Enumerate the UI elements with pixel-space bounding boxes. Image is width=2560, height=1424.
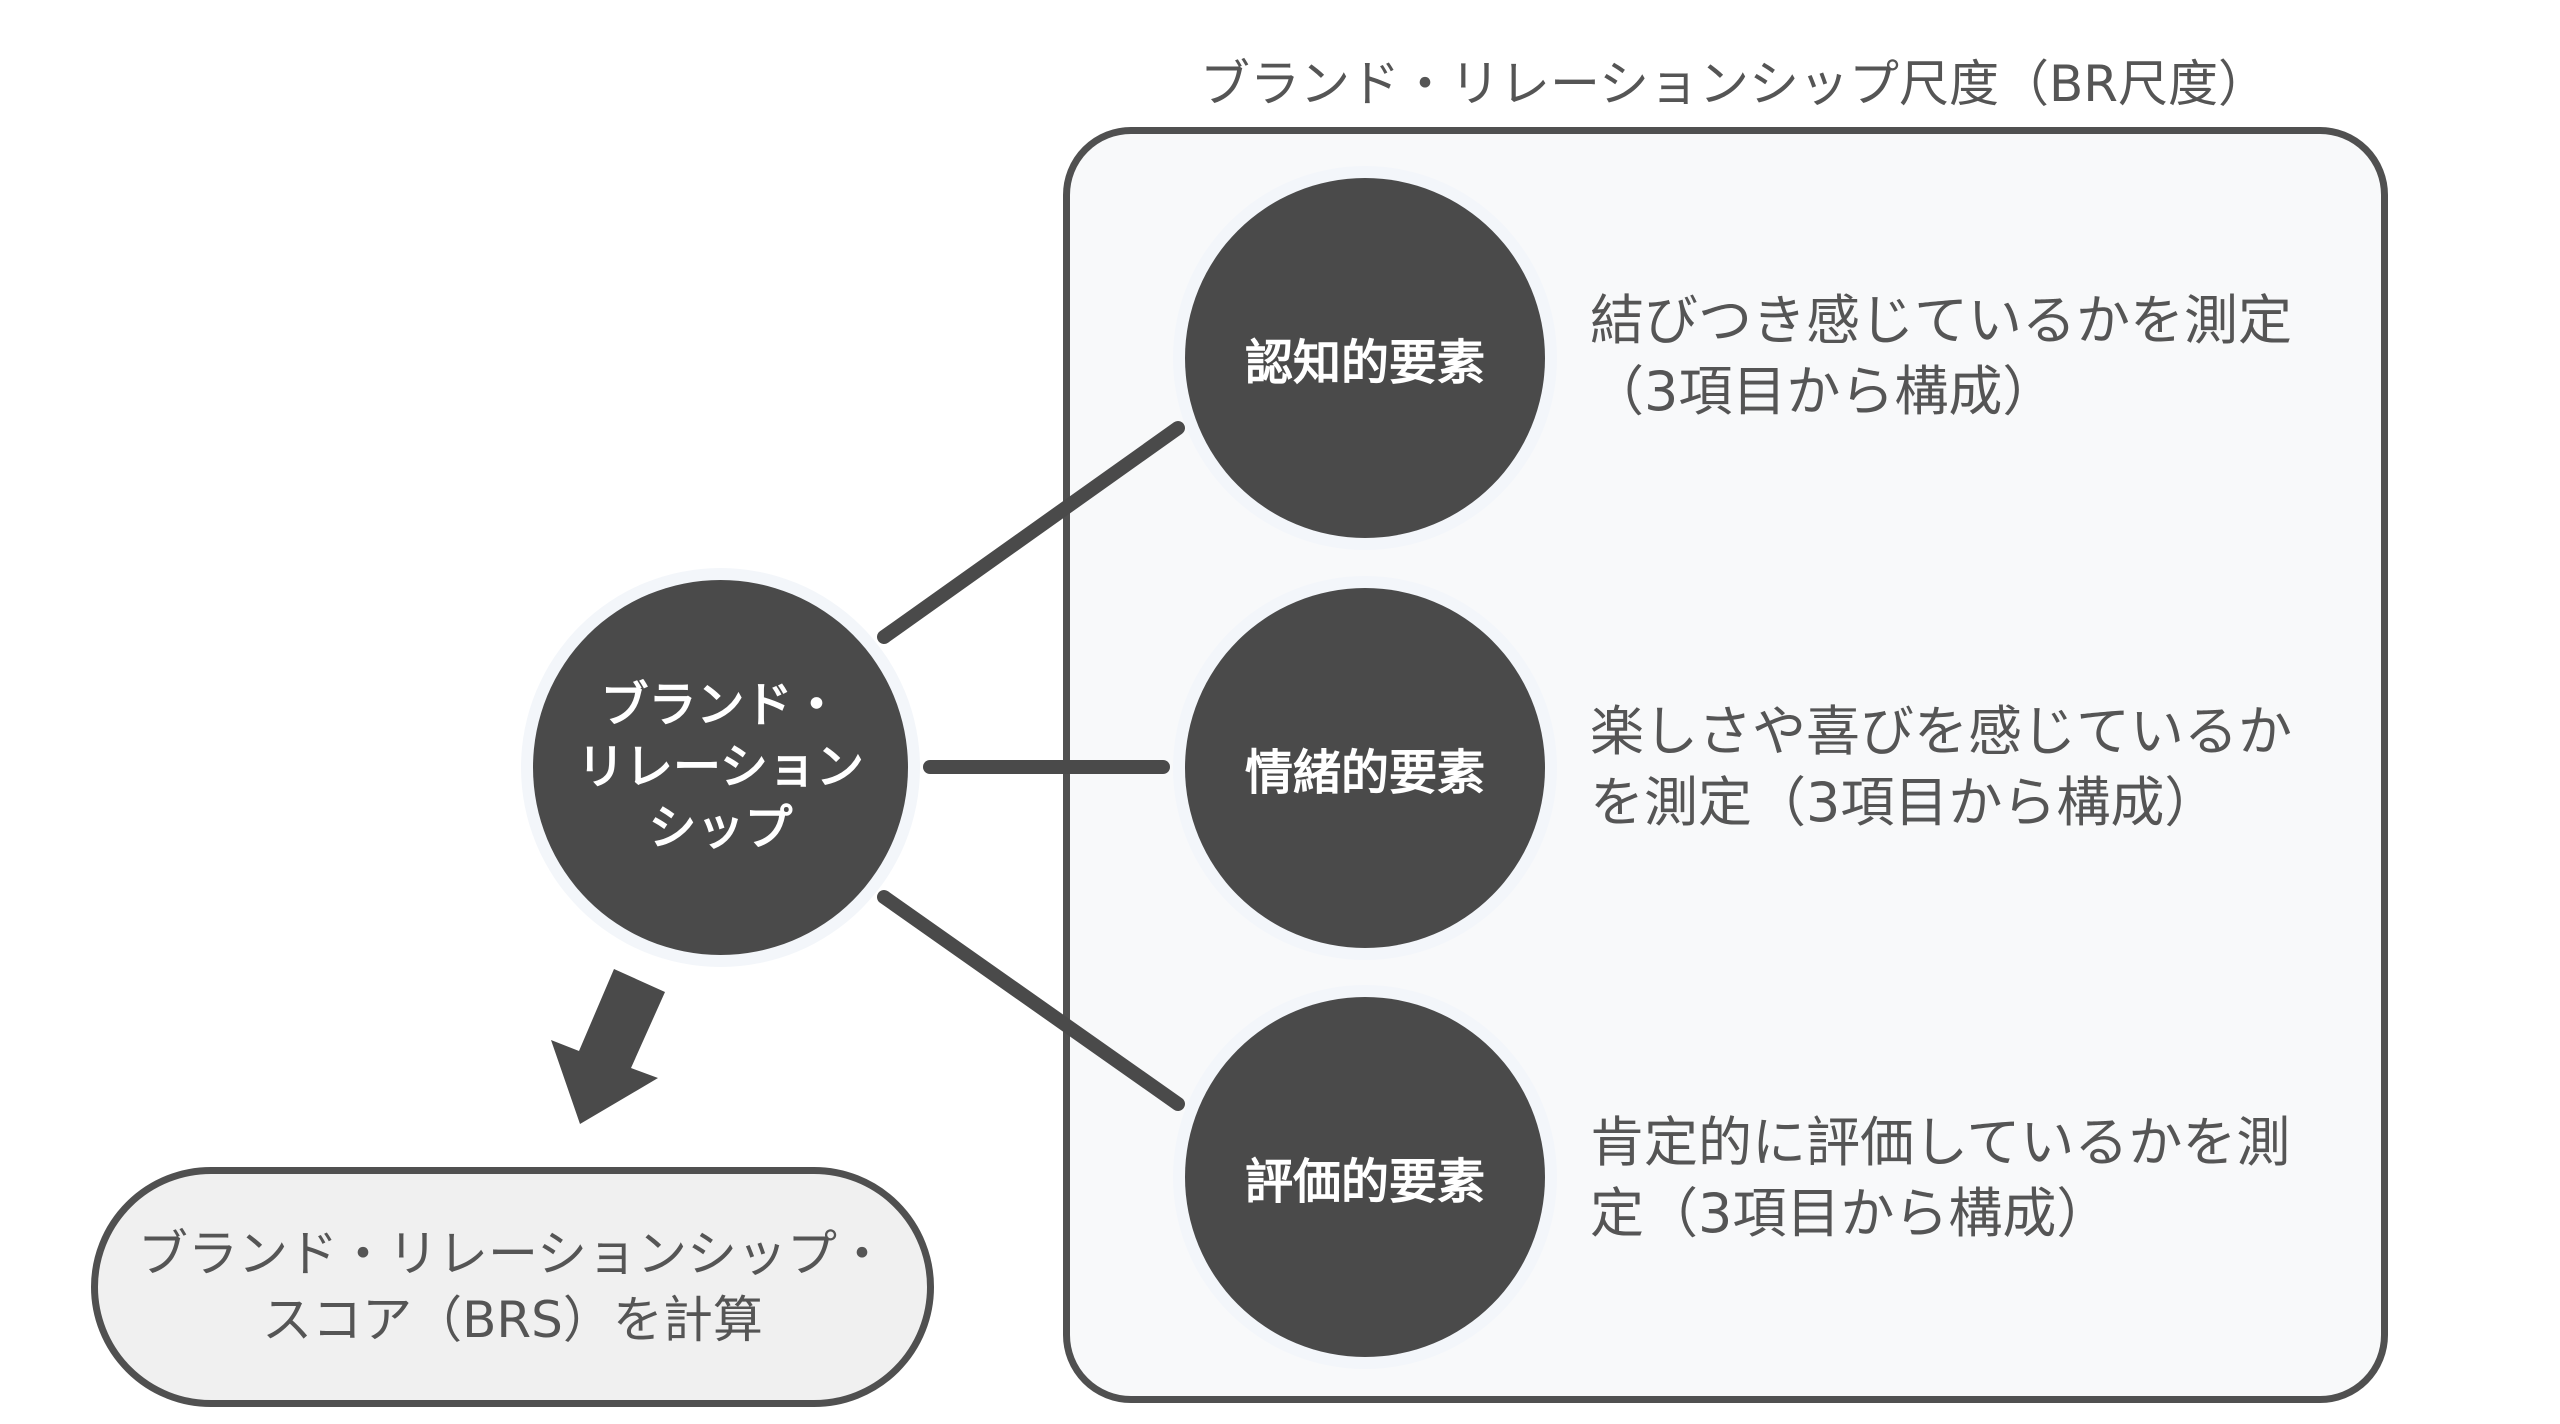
- evaluative-element-label: 評価的要素: [1244, 1154, 1485, 1210]
- emotional-element-description: 楽しさや喜びを感じているか を測定（3項目から構成）: [1590, 700, 2292, 835]
- brand-relationship-label: ブランド・ リレーション シップ: [576, 677, 865, 857]
- emotional-element-node: 情緒的要素: [1185, 588, 1545, 948]
- cognitive-element-description: 結びつき感じているかを測定 （3項目から構成）: [1590, 289, 2292, 424]
- brs-result-label: ブランド・リレーションシップ・ スコア（BRS）を計算: [138, 1225, 887, 1349]
- brs-result-pill: ブランド・リレーションシップ・ スコア（BRS）を計算: [91, 1167, 934, 1407]
- down-arrow-icon: [551, 969, 665, 1124]
- evaluative-element-description: 肯定的に評価しているかを測 定（3項目から構成）: [1590, 1111, 2291, 1246]
- evaluative-element-node: 評価的要素: [1185, 997, 1545, 1357]
- cognitive-element-label: 認知的要素: [1244, 335, 1485, 391]
- brand-relationship-node: ブランド・ リレーション シップ: [533, 580, 908, 955]
- cognitive-element-node: 認知的要素: [1185, 178, 1545, 538]
- connector-evaluative: [877, 890, 1185, 1111]
- emotional-element-label: 情緒的要素: [1244, 745, 1485, 801]
- connector-cognitive: [877, 421, 1185, 644]
- scale-title: ブランド・リレーションシップ尺度（BR尺度）: [1200, 55, 2269, 113]
